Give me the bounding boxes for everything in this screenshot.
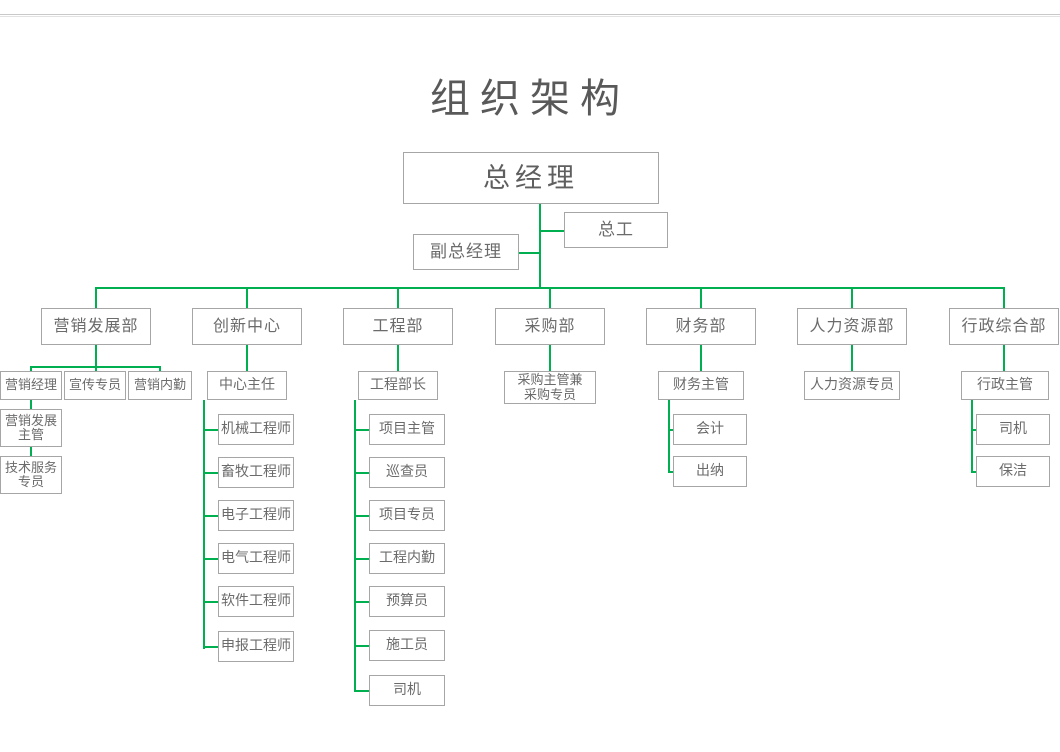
node-marketing-inside-sales-label: 营销内勤 [133, 377, 186, 393]
connector-marketing-dev-to-tech [30, 447, 32, 456]
connector-finance-stem [700, 345, 702, 371]
connector-innovation-branch-6 [203, 646, 218, 648]
connector-marketing-stem [95, 345, 97, 367]
node-engineering-driver[interactable]: 司机 [369, 675, 445, 706]
node-technical-service-specialist-line1: 技术服务 [4, 459, 57, 475]
node-deputy-general-manager[interactable]: 副总经理 [413, 234, 519, 270]
node-engineering-department-head[interactable]: 工程部长 [358, 371, 438, 400]
node-software-engineer[interactable]: 软件工程师 [218, 586, 294, 617]
node-patrol-inspector[interactable]: 巡查员 [369, 457, 445, 488]
connector-innovation-stem [246, 345, 248, 371]
node-purchasing-supervisor-and-specialist[interactable]: 采购主管兼 采购专员 [504, 371, 596, 404]
node-dept-engineering[interactable]: 工程部 [343, 308, 453, 345]
node-chief-engineer[interactable]: 总工 [564, 212, 668, 248]
node-general-manager[interactable]: 总经理 [403, 152, 659, 204]
connector-admin-spine [971, 400, 973, 472]
node-construction-worker[interactable]: 施工员 [369, 630, 445, 661]
node-marketing-inside-sales[interactable]: 营销内勤 [128, 371, 192, 400]
node-purchasing-supervisor-line2: 采购专员 [523, 386, 576, 402]
connector-innovation-branch-1 [203, 429, 218, 431]
connector-innovation-branch-5 [203, 601, 218, 603]
node-technical-service-specialist[interactable]: 技术服务 专员 [0, 456, 62, 494]
connector-drop-admin [1003, 287, 1005, 308]
connector-marketing-drop-promo [95, 366, 97, 371]
connector-gm-chief-engineer [539, 230, 564, 232]
connector-engineering-branch-6 [354, 645, 369, 647]
node-animal-husbandry-engineer[interactable]: 畜牧工程师 [218, 457, 294, 488]
node-technical-service-specialist-line2: 专员 [17, 474, 44, 489]
connector-engineering-branch-1 [354, 429, 369, 431]
node-administration-driver[interactable]: 司机 [976, 414, 1050, 445]
node-administration-supervisor[interactable]: 行政主管 [961, 371, 1049, 400]
node-project-specialist[interactable]: 项目专员 [369, 500, 445, 531]
node-hr-specialist[interactable]: 人力资源专员 [804, 371, 900, 400]
connector-engineering-branch-3 [354, 515, 369, 517]
node-cleaner[interactable]: 保洁 [976, 456, 1050, 487]
connector-engineering-branch-2 [354, 472, 369, 474]
node-marketing-manager[interactable]: 营销经理 [0, 371, 62, 400]
node-dept-finance[interactable]: 财务部 [646, 308, 756, 345]
node-engineering-inside-staff[interactable]: 工程内勤 [369, 543, 445, 574]
connector-drop-marketing [95, 287, 97, 308]
connector-drop-finance [700, 287, 702, 308]
node-innovation-center-director[interactable]: 中心主任 [207, 371, 287, 400]
connector-gm-stem [539, 203, 541, 289]
node-declaration-engineer[interactable]: 申报工程师 [218, 631, 294, 662]
node-marketing-promotion-specialist[interactable]: 宣传专员 [64, 371, 126, 400]
node-project-supervisor[interactable]: 项目主管 [369, 414, 445, 445]
node-mechanical-engineer[interactable]: 机械工程师 [218, 414, 294, 445]
node-marketing-development-supervisor-line2: 主管 [17, 427, 44, 442]
connector-innovation-branch-3 [203, 515, 218, 517]
node-finance-supervisor[interactable]: 财务主管 [658, 371, 744, 400]
node-marketing-development-supervisor[interactable]: 营销发展 主管 [0, 409, 62, 447]
node-marketing-development-supervisor-line1: 营销发展 [4, 412, 57, 428]
connector-engineering-branch-5 [354, 601, 369, 603]
connector-innovation-spine [203, 400, 205, 649]
node-electronic-engineer[interactable]: 电子工程师 [218, 500, 294, 531]
connector-purchasing-stem [549, 345, 551, 371]
connector-engineering-stem [397, 345, 399, 371]
node-dept-innovation[interactable]: 创新中心 [192, 308, 302, 345]
node-budget-officer[interactable]: 预算员 [369, 586, 445, 617]
connector-engineering-spine [354, 400, 356, 692]
connector-gm-deputy [519, 252, 540, 254]
node-dept-hr[interactable]: 人力资源部 [797, 308, 907, 345]
node-accountant[interactable]: 会计 [673, 414, 747, 445]
node-purchasing-supervisor-line1: 采购主管兼 [517, 372, 583, 388]
connector-hr-stem [851, 345, 853, 371]
page-title: 组织架构 [430, 76, 630, 121]
node-cashier[interactable]: 出纳 [673, 456, 747, 487]
connector-drop-innovation [246, 287, 248, 308]
node-dept-admin[interactable]: 行政综合部 [949, 308, 1059, 345]
page-top-divider-shadow [0, 16, 1060, 17]
connector-admin-stem [1003, 345, 1005, 371]
connector-engineering-branch-7 [354, 690, 369, 692]
connector-drop-purchasing [549, 287, 551, 308]
connector-drop-engineering [397, 287, 399, 308]
connector-finance-spine [668, 400, 670, 472]
node-dept-purchasing[interactable]: 采购部 [495, 308, 605, 345]
connector-marketing-manager-to-dev [30, 400, 32, 409]
connector-drop-hr [851, 287, 853, 308]
connector-marketing-drop-inside [159, 366, 161, 371]
connector-innovation-branch-4 [203, 558, 218, 560]
connector-marketing-drop-manager [30, 366, 32, 371]
page-top-divider [0, 14, 1060, 15]
connector-engineering-branch-4 [354, 558, 369, 560]
node-electrical-engineer[interactable]: 电气工程师 [218, 543, 294, 574]
node-dept-marketing[interactable]: 营销发展部 [41, 308, 151, 345]
connector-innovation-branch-2 [203, 472, 218, 474]
